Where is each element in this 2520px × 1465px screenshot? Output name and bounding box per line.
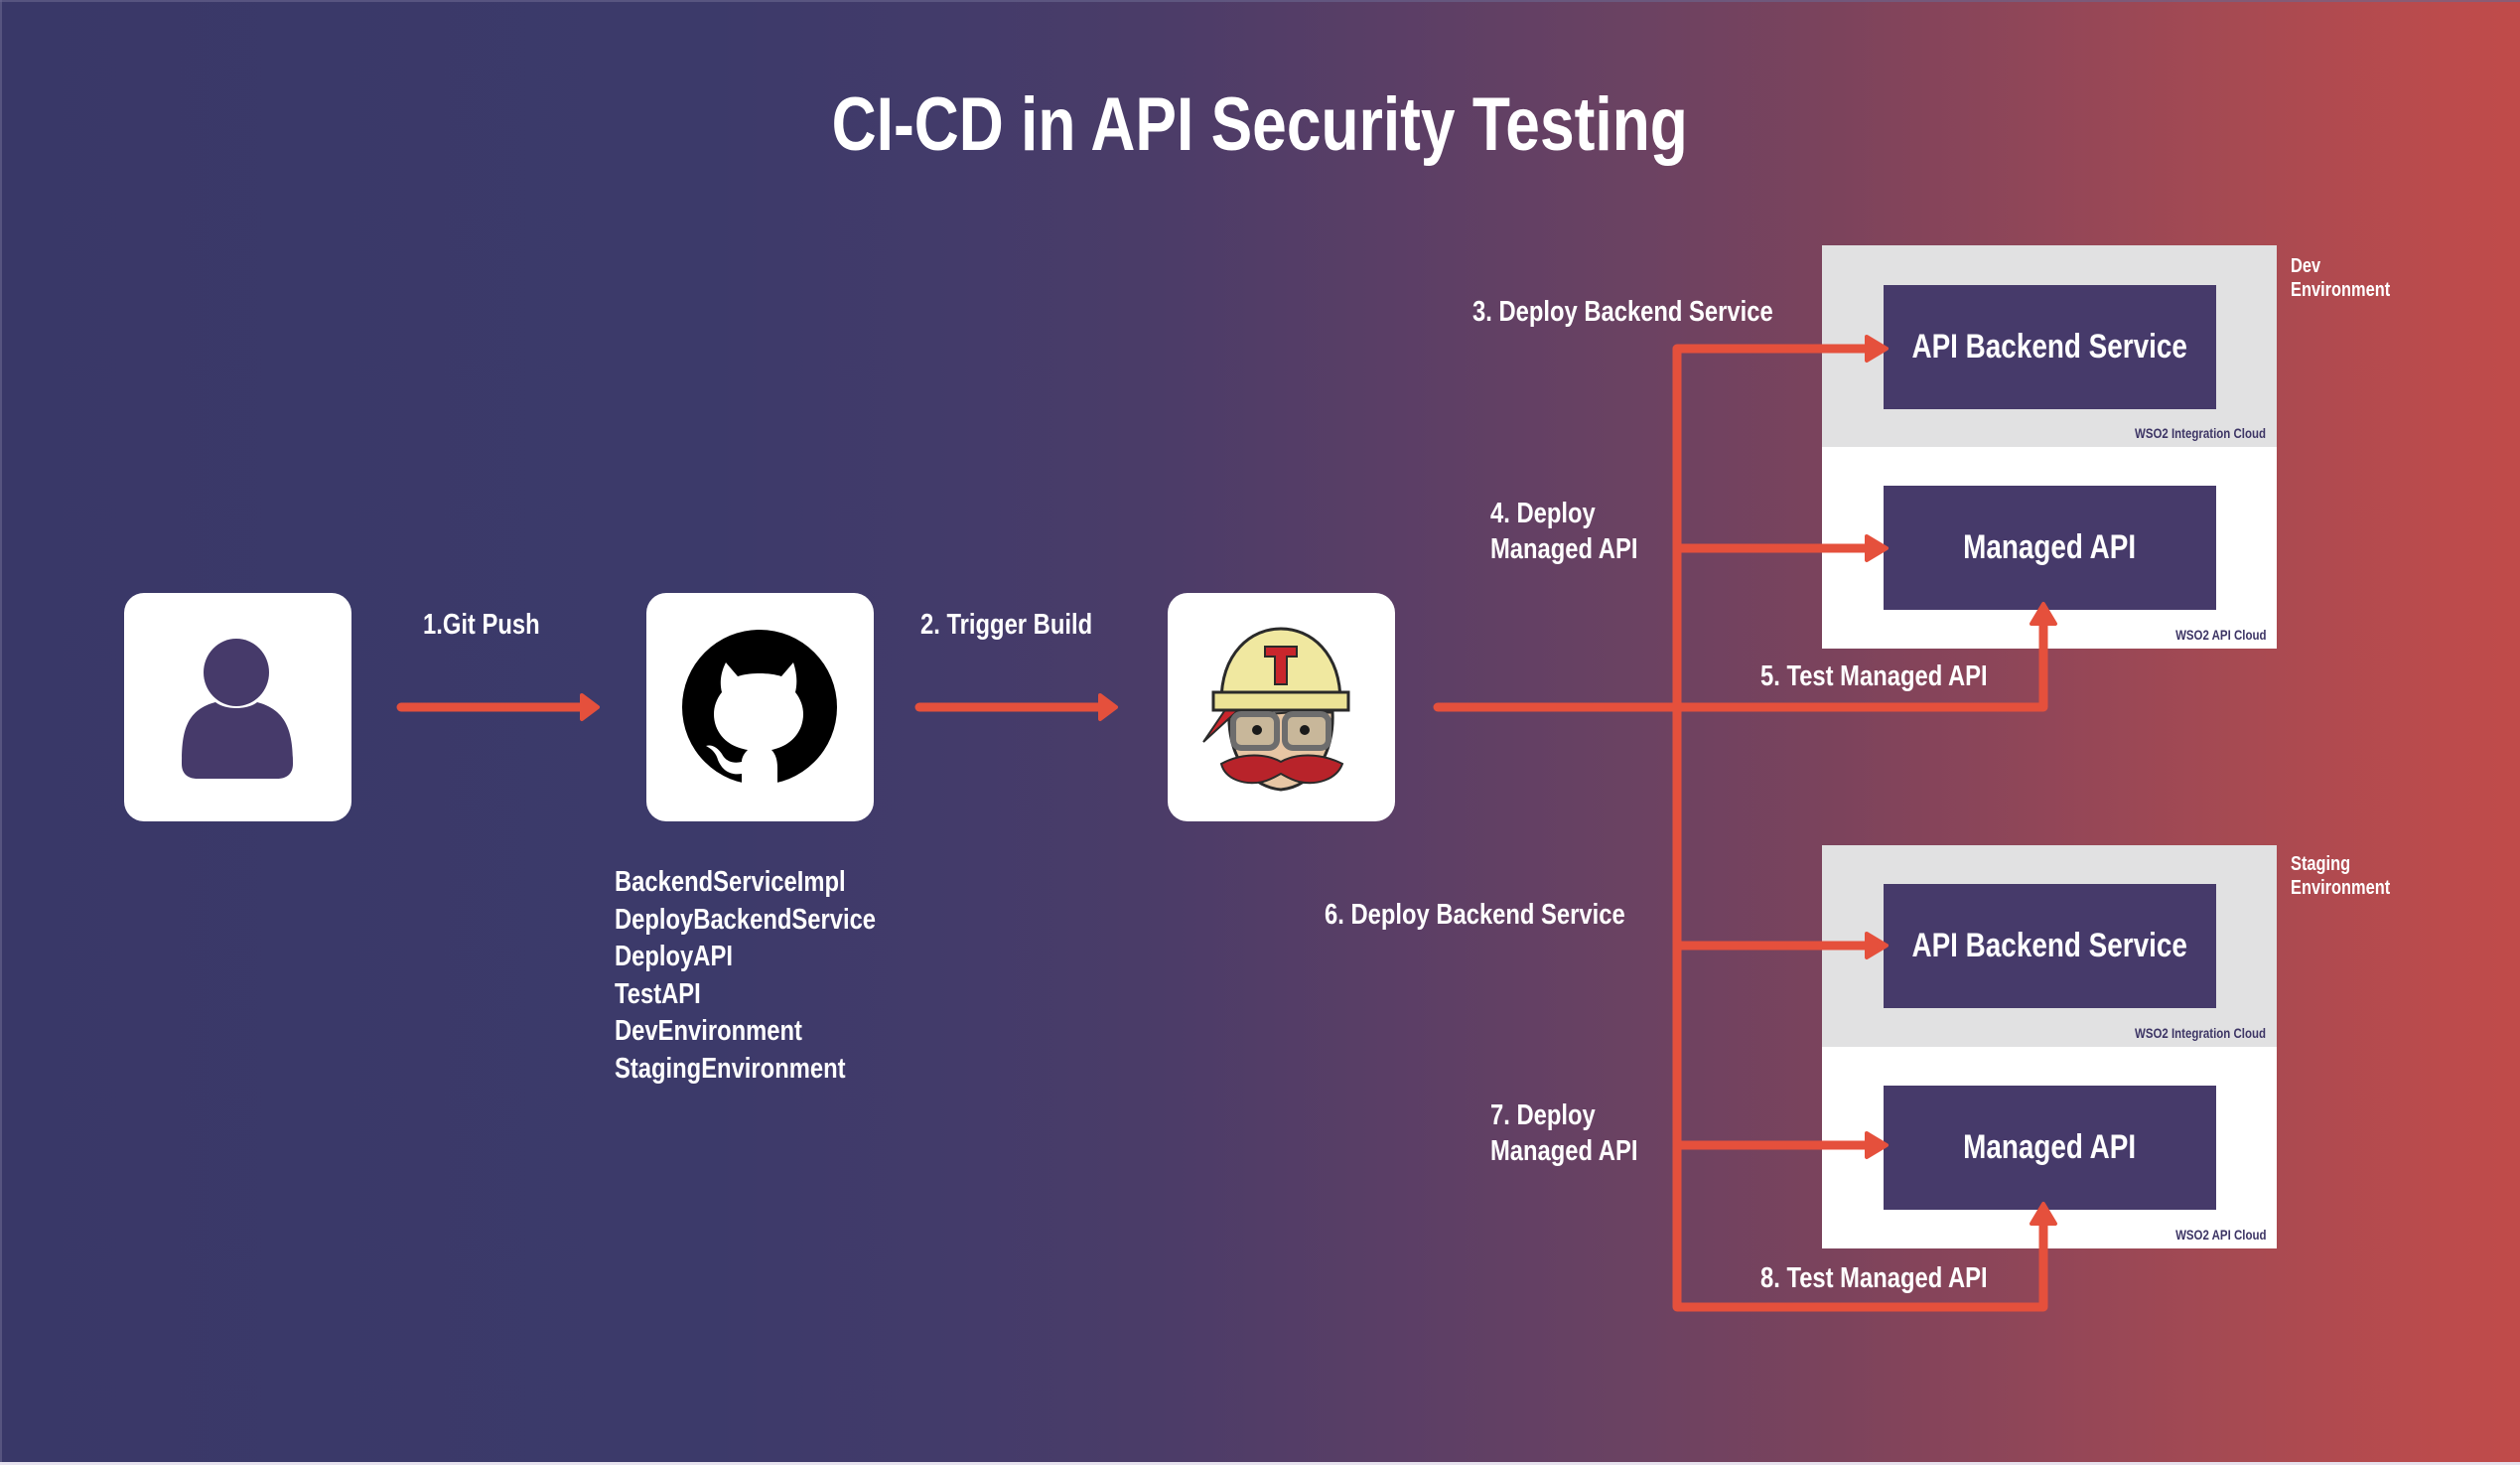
repo-file-list: BackendServiceImpl DeployBackendService … [615,864,933,1088]
step-5-text: 5. Test Managed API [1760,660,1988,692]
developer-node [124,593,351,821]
dev-api-cloud-panel: Managed API WSO2 API Cloud [1822,447,2277,649]
step-1-text: 1.Git Push [423,609,540,641]
repo-file: DeployBackendService [615,903,877,936]
dev-environment-box: API Backend Service WSO2 Integration Clo… [1822,245,2277,649]
dev-environment-label: Dev Environment [2291,255,2391,301]
step-2-text: 2. Trigger Build [920,609,1093,641]
arrowhead-trigger-build [1098,693,1118,721]
dev-api-cloud-tag: WSO2 API Cloud [2174,627,2266,643]
step-4-label: 4. Deploy Managed API [1490,496,1670,567]
staging-environment-box: API Backend Service WSO2 Integration Clo… [1822,845,2277,1248]
diagram-title: CI-CD in API Security Testing [0,81,2520,169]
diagram-title-text: CI-CD in API Security Testing [831,82,1689,167]
dev-integration-cloud-tag: WSO2 Integration Cloud [2134,425,2266,441]
step-8-text: 8. Test Managed API [1760,1262,1988,1294]
staging-api-cloud-panel: Managed API WSO2 API Cloud [1822,1047,2277,1248]
user-icon [182,639,293,779]
step-6-text: 6. Deploy Backend Service [1325,899,1625,931]
step-7-label: 7. Deploy Managed API [1490,1098,1670,1169]
staging-managed-api: Managed API [1884,1086,2216,1210]
dev-api-backend-service-text: API Backend Service [1911,328,2188,366]
frame-left-edge [0,0,2,1465]
dev-api-backend-service: API Backend Service [1884,285,2216,409]
staging-integration-cloud-panel: API Backend Service WSO2 Integration Clo… [1822,845,2277,1047]
step-7-text-line1: 7. Deploy [1490,1099,1596,1131]
dev-managed-api: Managed API [1884,486,2216,610]
repo-file: TestAPI [615,977,701,1010]
step-3-text: 3. Deploy Backend Service [1472,296,1773,328]
frame-top-edge [0,0,2520,2]
step-4-text-line2: Managed API [1490,533,1638,565]
frame-bottom-edge [0,1462,2520,1465]
step-7-text-line2: Managed API [1490,1135,1638,1167]
staging-api-backend-service: API Backend Service [1884,884,2216,1008]
step-1-label: 1.Git Push [423,607,565,643]
repo-file: DeployAPI [615,941,733,972]
step-5-label: 5. Test Managed API [1760,659,2037,694]
github-node [646,593,874,821]
dev-integration-cloud-panel: API Backend Service WSO2 Integration Clo… [1822,245,2277,447]
staging-api-cloud-tag: WSO2 API Cloud [2174,1227,2266,1243]
repo-file: DevEnvironment [615,1015,802,1047]
travis-ci-node [1168,593,1395,821]
dev-managed-api-text: Managed API [1963,528,2137,566]
repo-file: BackendServiceImpl [615,866,846,898]
arrowhead-git-push [580,693,600,721]
staging-integration-cloud-tag: WSO2 Integration Cloud [2134,1025,2266,1041]
repo-file: StagingEnvironment [615,1052,846,1085]
step-4-text-line1: 4. Deploy [1490,498,1596,529]
staging-environment-label: Staging Environment [2291,853,2391,899]
staging-api-backend-service-text: API Backend Service [1911,927,2188,964]
staging-managed-api-text: Managed API [1963,1128,2137,1166]
step-6-label: 6. Deploy Backend Service [1325,897,1691,933]
step-3-label: 3. Deploy Backend Service [1472,294,1839,330]
step-2-label: 2. Trigger Build [920,607,1130,643]
github-octocat-icon [682,630,837,790]
step-8-label: 8. Test Managed API [1760,1260,2037,1296]
travis-ci-mascot-icon [1202,627,1350,792]
